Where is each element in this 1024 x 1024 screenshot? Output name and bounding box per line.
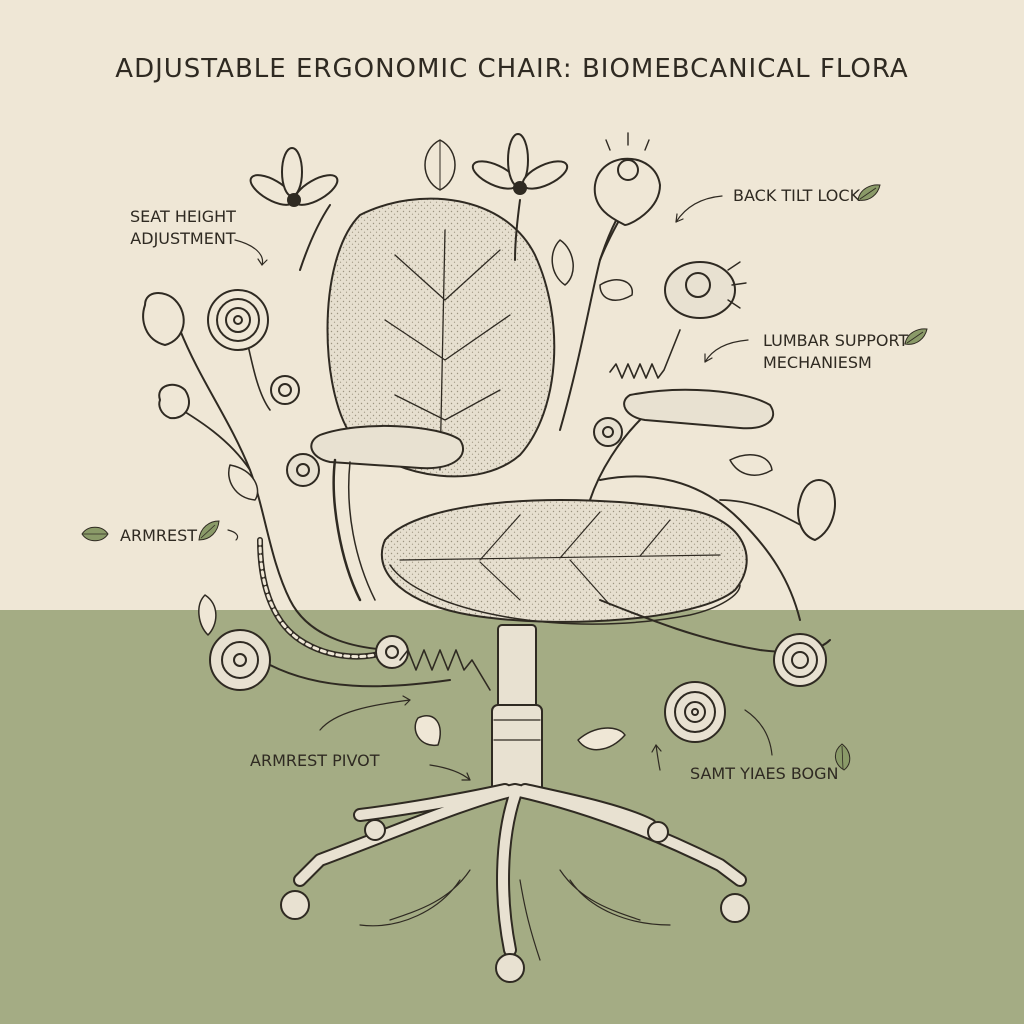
- leaf-icon: [81, 526, 109, 542]
- right-armrest: [623, 388, 775, 430]
- braided-cable: [257, 537, 393, 660]
- flower-top-right: [593, 132, 661, 261]
- label-lumbar-support: LUMBAR SUPPORT MECHANIESM: [763, 330, 908, 374]
- diagram-title: ADJUSTABLE ERGONOMIC CHAIR: BIOMEBCANICA…: [115, 54, 909, 84]
- label-seat-bottom: SAMT YIAES BOGN: [690, 764, 839, 783]
- backrest-veins: [384, 229, 511, 471]
- lumbar-spring: [609, 329, 681, 379]
- roots: [359, 869, 671, 961]
- caster: [495, 953, 525, 983]
- chair-seat: [380, 499, 748, 623]
- tilt-knob: [593, 417, 623, 447]
- leaf-icon: [857, 184, 881, 201]
- chair-backrest: [326, 197, 556, 478]
- label-seat-height: SEAT HEIGHT ADJUSTMENT: [130, 206, 236, 250]
- flower-medallion: [209, 629, 271, 691]
- caster: [364, 819, 386, 841]
- spiral-coil: [270, 375, 300, 405]
- label-lumbar-line2: MECHANIESM: [763, 353, 872, 372]
- vine-right: [559, 199, 631, 431]
- left-armrest: [310, 424, 465, 470]
- seat-veins: [399, 511, 721, 606]
- floating-leaves: [198, 139, 773, 751]
- pivot-knob: [375, 635, 409, 669]
- label-seat-height-line1: SEAT HEIGHT: [130, 207, 236, 226]
- leaf-icon: [835, 743, 851, 771]
- label-armrest-pivot: ARMREST PIVOT: [250, 751, 380, 770]
- label-armrest: ARMREST: [120, 526, 198, 545]
- seat-underside: [389, 564, 741, 625]
- bud-left: [142, 292, 190, 420]
- label-seat-height-line2: ADJUSTMENT: [130, 229, 236, 248]
- armrest-knob: [286, 453, 320, 487]
- label-lumbar-line1: LUMBAR SUPPORT: [763, 331, 909, 350]
- flower-top-left: [249, 147, 339, 271]
- gas-cylinder: [497, 624, 537, 711]
- bud-right: [797, 479, 836, 541]
- caster: [647, 821, 669, 843]
- spiral-coil: [773, 633, 827, 687]
- lumbar-bud: [664, 261, 736, 319]
- spiral-coil: [664, 681, 726, 743]
- vine-left: [179, 329, 401, 651]
- caster: [280, 890, 310, 920]
- leader-lines: [227, 195, 773, 781]
- leaf-icon: [904, 328, 928, 345]
- spring: [399, 649, 491, 691]
- flower-top-center: [471, 133, 569, 261]
- label-back-tilt-lock: BACK TILT LOCK: [733, 186, 861, 205]
- leaf-icon: [198, 520, 220, 541]
- caster: [720, 893, 750, 923]
